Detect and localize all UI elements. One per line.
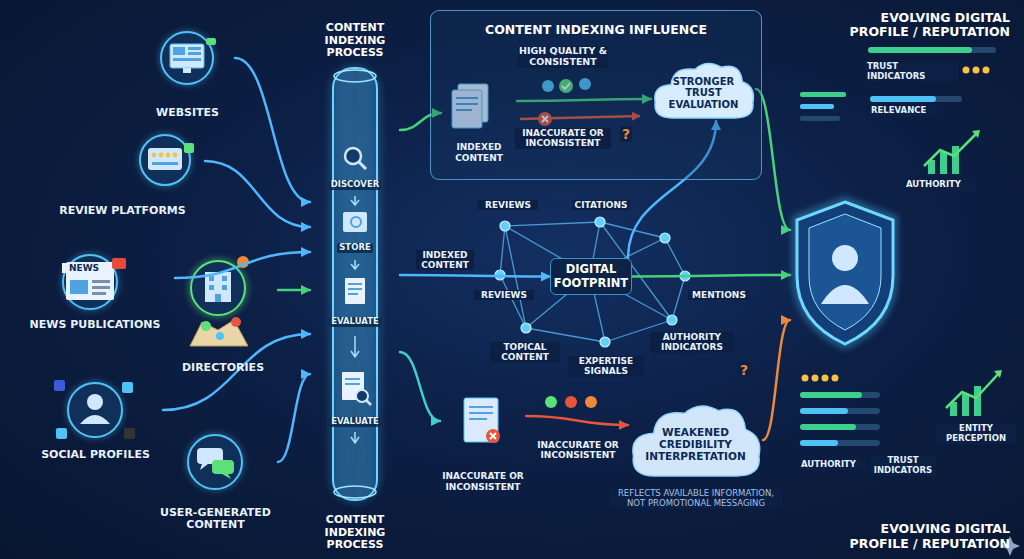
footprint-network [500,222,685,342]
process-step: EVALUATE [310,365,400,427]
metric-label: ENTITY PERCEPTION [936,424,1016,444]
metric-label: TRUST INDICATORS [870,456,936,476]
footprint-label: REVIEWS [478,200,538,210]
metric-label: TRUST INDICATORS [866,62,958,82]
flow-arrow [400,275,550,277]
influence-panel: CONTENT INDEXING INFLUENCE INDEXED CONTEN… [430,10,762,180]
flow-arrow [205,161,310,227]
flow-arrow [400,352,440,421]
reputation-shield [792,196,898,350]
node-text: EVOLVING DIGITAL PROFILE / REPUTATION [825,11,1010,40]
footprint-label: AUTHORITY INDICATORS [650,332,734,353]
node-text: WEAKENED CREDIBILITY INTERPRETATION [642,426,749,462]
footprint-label: CITATIONS [572,200,630,210]
process-step: DISCOVER [310,140,400,190]
source-icons [54,30,249,491]
source-node: DIRECTORIES [168,250,278,375]
indexing-process: CONTENT INDEXING PROCESS CONTENT INDEXING… [310,22,400,552]
question-mark: ? [738,362,750,378]
node-text: USER-GENERATED CONTENT [153,507,278,532]
icon-text: NEWS [62,263,106,273]
node-text: WEBSITES [156,107,219,120]
node-text: SOCIAL PROFILES [41,449,150,462]
quality-label: INACCURATE OR INCONSISTENT [532,440,624,461]
flow-arrow [763,320,790,440]
trust-cloud: STRONGER TRUST EVALUATION [651,59,756,121]
source-node: SOCIAL PROFILES [28,378,163,462]
flow-arrow [632,275,790,277]
source-node: USER-GENERATED CONTENT [153,428,278,532]
source-node: NEWS PUBLICATIONS [15,248,175,332]
note-text: REFLECTS AVAILABLE INFORMATION, NOT PROM… [610,489,782,509]
flow-arrow [163,334,310,410]
footprint-label: TOPICAL CONTENT [490,342,560,363]
inaccurate-doc: INACCURATE OR INCONSISTENT [440,394,526,492]
source-node: REVIEW PLATFORMS [40,134,205,218]
quality-label: INACCURATE OR INCONSISTENT [515,128,611,149]
node-text: CONTENT INDEXING INFLUENCE [485,23,707,37]
cloud-outline [655,64,754,118]
source-node: WEBSITES [140,28,235,120]
node-text: CONTENT INDEXING PROCESS [310,514,400,552]
question-mark: ? [620,126,632,142]
edge-label: INDEXED CONTENT [416,250,474,271]
indexed-doc: INDEXED CONTENT [441,83,517,163]
node-text: EVALUATE [329,417,381,427]
node-text: EVALUATE [329,317,381,327]
flow-arrow [278,289,310,292]
metric-label: AUTHORITY [905,180,975,190]
footprint-label: REVIEWS [474,290,534,300]
reputation-meters [800,47,1020,556]
node-text: DIGITAL FOOTPRINT [554,263,628,289]
footprint-label: EXPERTISE SIGNALS [568,356,644,377]
process-step: STORE [310,205,400,253]
node-text: INACCURATE OR INCONSISTENT [440,471,526,492]
footprint-hub: DIGITAL FOOTPRINT [550,258,632,295]
node-text: STRONGER TRUST EVALUATION [663,76,744,111]
node-text: CONTENT INDEXING PROCESS [310,22,400,60]
flow-arrow [526,416,628,425]
network-dots [495,217,690,347]
metric-label: AUTHORITY [800,460,866,470]
node-text: STORE [337,243,373,253]
flow-arrow [175,252,310,278]
weakened-cloud: WEAKENED CREDIBILITY INTERPRETATION [628,400,763,480]
node-text: DISCOVER [329,180,382,190]
node-text: INDEXED CONTENT [441,142,517,163]
indexing-tube [328,64,382,504]
cloud-outline [633,406,760,476]
flow-arrow [278,374,310,462]
node-text: REVIEW PLATFORMS [59,205,186,218]
quality-label: HIGH QUALITY & CONSISTENT [518,46,608,68]
footprint-label: MENTIONS [688,290,750,300]
node-text: EVOLVING DIGITAL PROFILE / REPUTATION [825,522,1010,551]
node-text: DIRECTORIES [182,362,264,375]
node-text: NEWS PUBLICATIONS [30,319,161,332]
metric-label: RELEVANCE [870,106,940,116]
process-step: EVALUATE [310,272,400,327]
